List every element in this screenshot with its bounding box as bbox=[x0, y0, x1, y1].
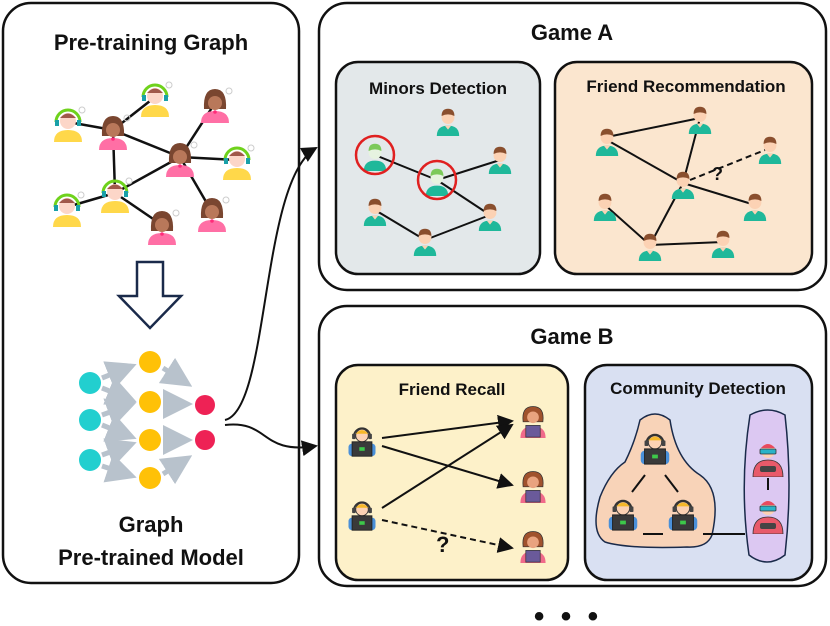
community-detection-task: Community Detection bbox=[583, 363, 814, 582]
minors-detection-task: Minors Detection bbox=[334, 60, 542, 276]
game-b-title: Game B bbox=[530, 324, 613, 349]
community-detection-title: Community Detection bbox=[610, 379, 786, 398]
input-node bbox=[79, 372, 101, 394]
game-b-panel: Game B Friend Recall ? Community Detecti… bbox=[317, 304, 828, 588]
friend-recall-title: Friend Recall bbox=[399, 380, 506, 399]
predicted-link bbox=[689, 149, 766, 181]
game-a-panel: Game A Minors Detection Friend Recommend… bbox=[317, 1, 828, 292]
hidden-node bbox=[139, 429, 161, 451]
down-arrow-icon bbox=[116, 260, 184, 330]
friend-recall-task: Friend Recall ? bbox=[334, 363, 570, 582]
output-node bbox=[195, 395, 215, 415]
transfer-arrow-game-b bbox=[224, 423, 318, 457]
input-node bbox=[79, 409, 101, 431]
pretraining-panel: Pre-training Graph bbox=[1, 1, 301, 585]
unknown-link-label: ? bbox=[712, 164, 723, 184]
model-label-line2: Pre-trained Model bbox=[58, 545, 244, 570]
hidden-node bbox=[139, 467, 161, 489]
game-a-title: Game A bbox=[531, 20, 613, 45]
predicted-recall-link bbox=[381, 519, 514, 553]
minor-highlight-circle bbox=[416, 159, 458, 201]
hidden-node bbox=[139, 391, 161, 413]
output-node bbox=[195, 430, 215, 450]
hidden-node bbox=[139, 351, 161, 373]
model-label-line1: Graph bbox=[119, 512, 184, 537]
friend-recommendation-task: Friend Recommendation ? bbox=[553, 60, 814, 276]
input-node bbox=[79, 449, 101, 471]
transfer-arrow-game-a bbox=[224, 147, 318, 421]
minor-highlight-circle bbox=[354, 134, 396, 176]
neural-network bbox=[79, 351, 215, 489]
more-games-ellipsis: • • • bbox=[534, 600, 602, 626]
friend-recommendation-title: Friend Recommendation bbox=[586, 77, 785, 96]
community-region-2 bbox=[743, 409, 790, 563]
pretraining-graph-title: Pre-training Graph bbox=[54, 30, 248, 55]
unknown-link-label: ? bbox=[436, 532, 449, 557]
minors-detection-title: Minors Detection bbox=[369, 79, 507, 98]
